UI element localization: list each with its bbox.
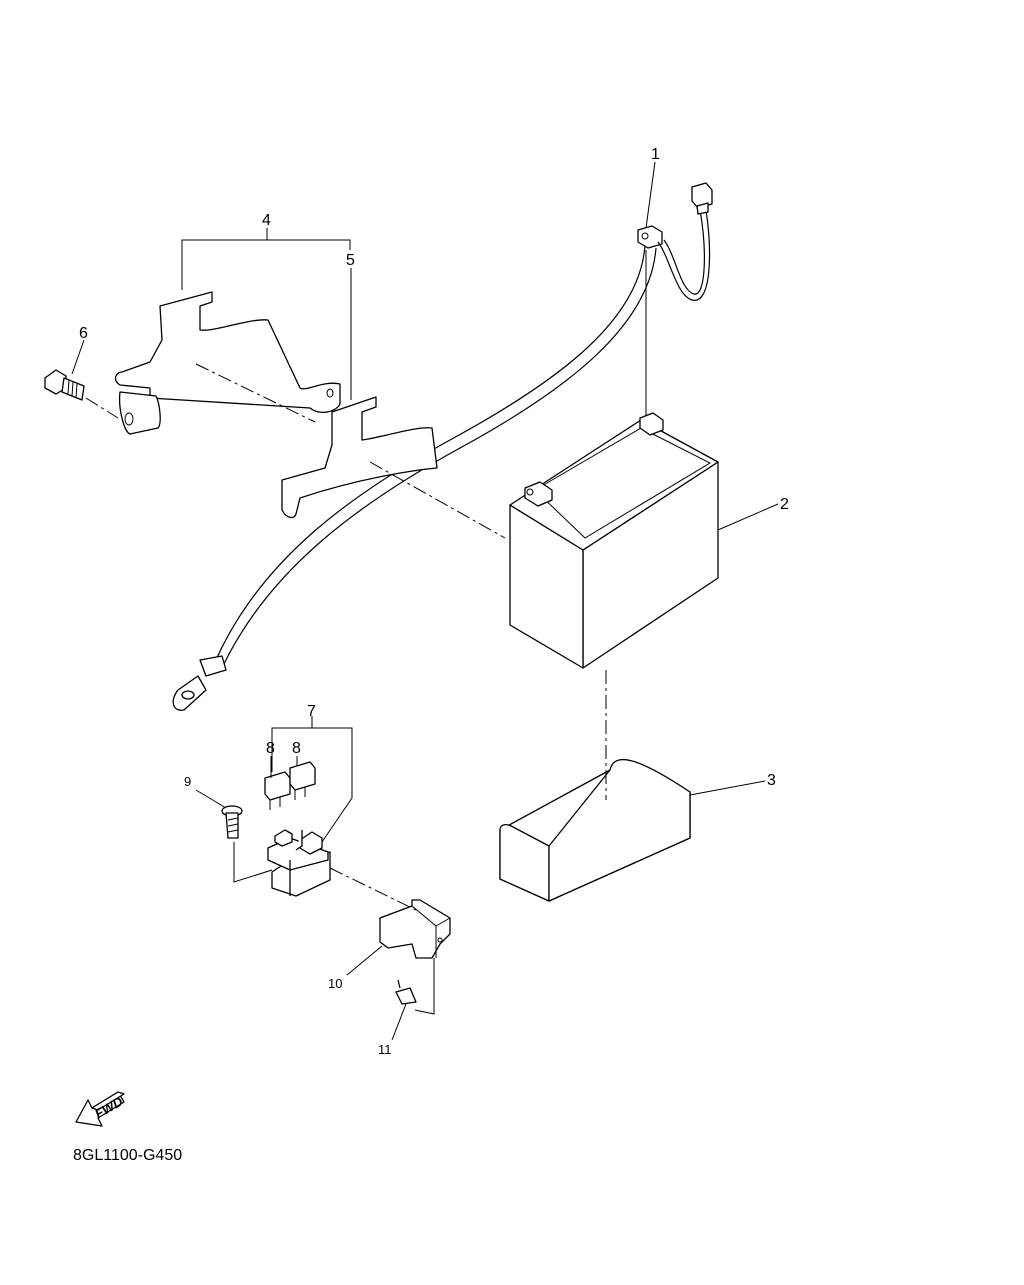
callout-5: 5	[346, 252, 355, 269]
fuse-a	[264, 771, 291, 810]
relay-screw	[221, 805, 243, 839]
callout-6: 6	[79, 325, 88, 342]
fuse-b	[289, 761, 316, 800]
callout-2: 2	[780, 496, 789, 513]
callout-9: 9	[184, 774, 191, 789]
callout-4: 4	[262, 212, 271, 229]
battery	[509, 412, 719, 669]
battery-band-lower	[281, 396, 438, 519]
fwd-arrow-icon: FWD	[75, 1091, 126, 1127]
battery-band-upper	[114, 291, 341, 435]
callout-3: 3	[767, 772, 776, 789]
alignment-lines	[85, 250, 647, 1015]
battery-cable	[172, 182, 713, 711]
cable-top-terminal	[637, 225, 663, 249]
flange-bolt	[44, 369, 85, 401]
callout-8-right: 8	[292, 740, 301, 757]
callout-10: 10	[328, 976, 342, 991]
relay-bracket	[379, 899, 451, 959]
callout-1: 1	[651, 146, 660, 163]
starter-relay	[267, 829, 331, 897]
callout-7: 7	[307, 703, 316, 720]
battery-case	[499, 758, 691, 902]
part-code-label: 8GL1100-G450	[73, 1147, 182, 1164]
leader-lines	[71, 161, 779, 1041]
callout-numbers: 1 2 3 4 5 6 7 8 8 9 10 11	[79, 146, 789, 1057]
callout-11: 11	[378, 1042, 392, 1057]
rivet	[395, 979, 417, 1005]
cable-ring-terminal	[172, 655, 227, 711]
callout-8-left: 8	[266, 740, 275, 757]
lead-wire-connector	[691, 182, 713, 215]
